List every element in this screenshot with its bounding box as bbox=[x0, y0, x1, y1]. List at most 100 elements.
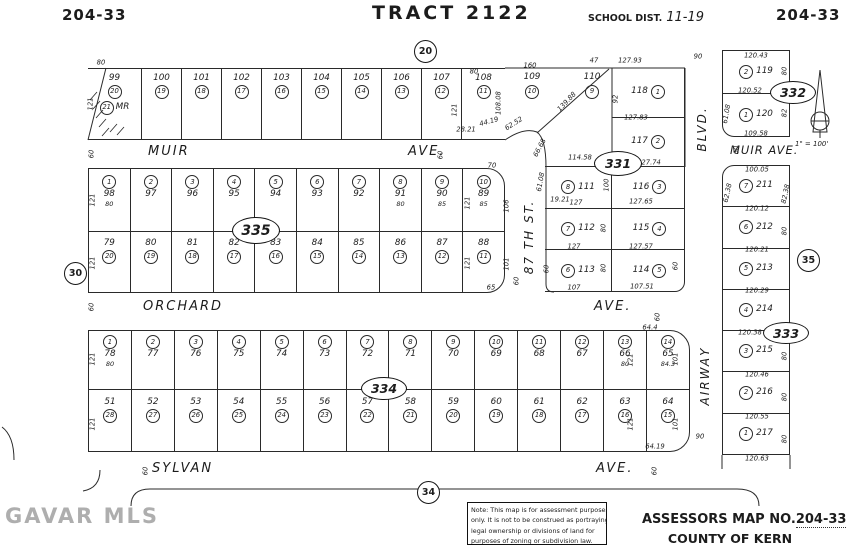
lot-circle: 4 bbox=[652, 222, 667, 236]
lot-number: 118 bbox=[631, 86, 648, 97]
lot-number: 215 bbox=[756, 345, 773, 356]
school-district-label: SCHOOL DIST. bbox=[588, 13, 663, 24]
lot-circle: 10 bbox=[476, 175, 491, 189]
lot-circle: 7 bbox=[561, 222, 576, 236]
county-title: COUNTY OF KERN bbox=[667, 531, 793, 546]
lot-circle: 10 bbox=[525, 84, 539, 99]
street-sylvan: SYLVAN bbox=[152, 461, 214, 476]
lot-circle: 2 bbox=[145, 335, 160, 349]
assessors-number: 204-33 bbox=[795, 512, 847, 528]
school-district: SCHOOL DIST.11-19 bbox=[588, 10, 704, 25]
lot-circle: 19 bbox=[489, 408, 504, 423]
lot-number: 60 bbox=[490, 397, 502, 407]
lot-number: 62 bbox=[576, 397, 588, 407]
lot-number: 116 bbox=[632, 181, 650, 192]
lot-number: 57 bbox=[361, 397, 374, 407]
lot-number: 105 bbox=[353, 73, 370, 83]
lot-number: 99 bbox=[108, 73, 121, 83]
note-line: only. It is not to be construed as portr… bbox=[471, 516, 607, 525]
lot-number: 216 bbox=[756, 386, 773, 397]
tract-boundary-line bbox=[130, 488, 760, 507]
lot-number: 79 bbox=[103, 238, 115, 248]
lot-circle: 13 bbox=[393, 249, 408, 264]
lot-circle: 6 bbox=[739, 220, 754, 235]
lot-circle: 12 bbox=[575, 335, 590, 349]
assessors-map-title: ASSESSORS MAP NO.204-33 bbox=[642, 512, 847, 528]
lot-sub-measure: 80 bbox=[620, 359, 630, 368]
lot-circle: 6 bbox=[317, 335, 332, 349]
lot-number: 59 bbox=[447, 397, 459, 407]
lot-circle: 24 bbox=[274, 408, 289, 423]
lot-number: 88 bbox=[478, 238, 490, 248]
block-number-334: 334 bbox=[361, 377, 407, 400]
lot-number: 69 bbox=[490, 349, 502, 359]
lot-circle: 7 bbox=[360, 335, 375, 349]
block-number-331: 331 bbox=[594, 151, 642, 176]
diagonal-lot-line bbox=[536, 68, 610, 134]
lot-sub-measure: 80 bbox=[105, 199, 114, 208]
lot-circle: 3 bbox=[185, 175, 200, 189]
lot-circle: 22 bbox=[360, 408, 375, 423]
lot-number: 73 bbox=[318, 349, 331, 359]
lot-number: 75 bbox=[233, 349, 245, 359]
lot-number: 83 bbox=[270, 238, 282, 248]
lot-circle: 2 bbox=[143, 175, 158, 189]
note-line: legal ownership or divisions of land for bbox=[471, 526, 595, 535]
lot-circle: 5 bbox=[652, 263, 667, 278]
lot-number: 55 bbox=[276, 397, 288, 407]
lot-number: 110 bbox=[583, 72, 601, 82]
lot-circle: 14 bbox=[354, 84, 369, 99]
lot-circle: 18 bbox=[194, 84, 209, 99]
lot-circle: 7 bbox=[739, 179, 754, 194]
lot-number: 90 bbox=[436, 189, 448, 199]
lot-circle: 14 bbox=[351, 249, 366, 264]
lot-number: 117 bbox=[631, 135, 648, 146]
lot-number: 70 bbox=[447, 349, 459, 359]
lot-circle: 4 bbox=[227, 175, 242, 189]
lot-circle: 9 bbox=[446, 335, 461, 349]
lot-number: 80 bbox=[145, 238, 157, 248]
lot-circle: 19 bbox=[143, 249, 158, 264]
lot-circle: 4 bbox=[739, 302, 754, 317]
lot-sub-measure: 84.3 bbox=[660, 359, 676, 368]
street-sylvan-ave: AVE. bbox=[596, 461, 634, 476]
lot-number: 112 bbox=[578, 223, 595, 234]
lot-number: 84 bbox=[311, 238, 323, 248]
muir-corner-curve bbox=[504, 130, 555, 293]
lot-number: 96 bbox=[186, 189, 199, 199]
lot-number: 213 bbox=[756, 262, 773, 273]
lot-cell-110: 110 9 bbox=[576, 72, 608, 99]
lot-circle: 19 bbox=[154, 84, 169, 99]
lot-circle: 1 bbox=[102, 175, 117, 189]
lot-circle: 3 bbox=[739, 344, 754, 359]
lot-circle: 27 bbox=[145, 408, 160, 423]
lot-number: 82 bbox=[228, 238, 240, 248]
lot-circle: 3 bbox=[652, 180, 667, 195]
lot-number: 52 bbox=[147, 397, 159, 407]
